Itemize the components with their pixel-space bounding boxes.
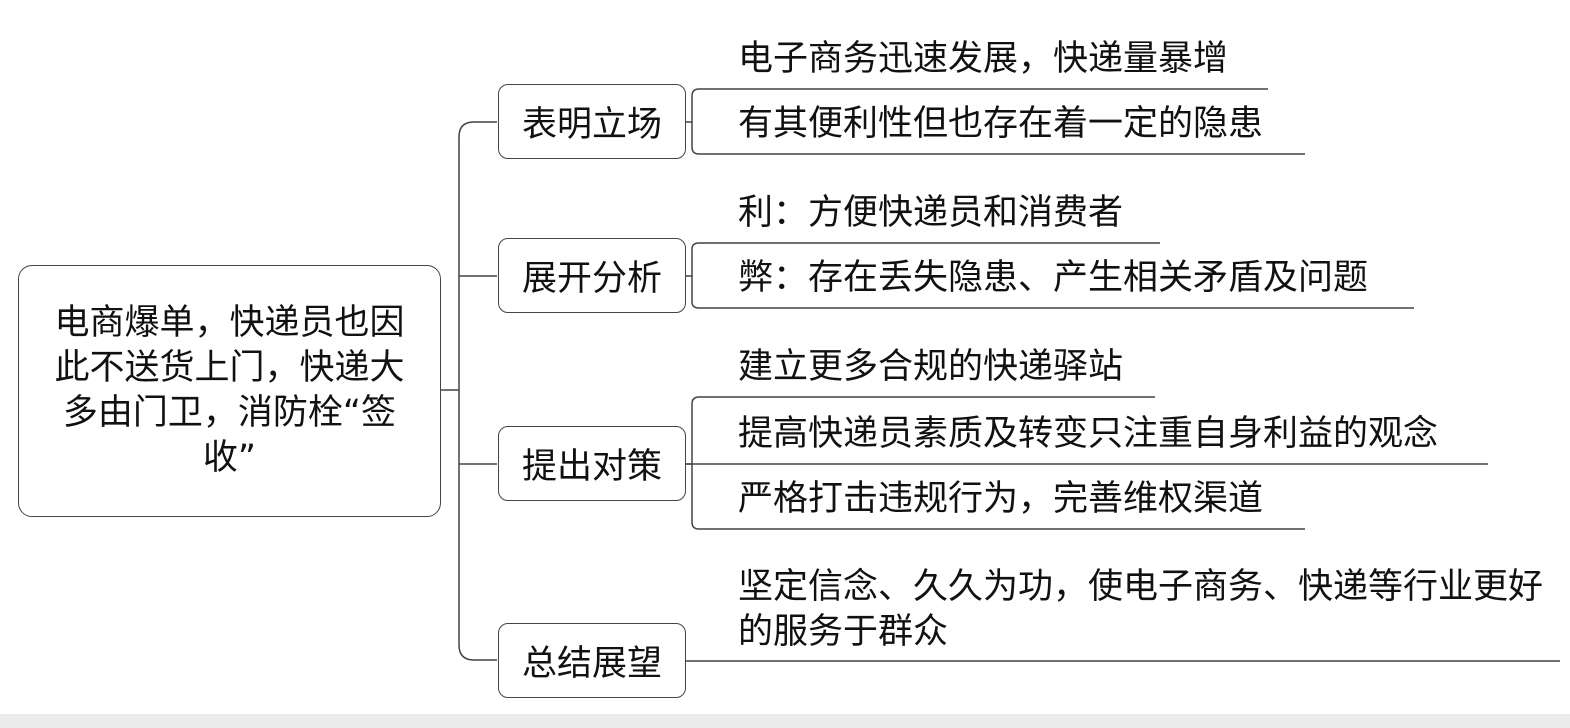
bottom-scroll-track: [0, 714, 1570, 728]
leaf-node[interactable]: 利：方便快递员和消费者: [738, 193, 1124, 233]
leaf-bracket-1b: [691, 122, 1305, 155]
branch-label: 提出对策: [521, 447, 662, 487]
leaf-bracket-1: [686, 88, 1268, 123]
leaf-node[interactable]: 弊：存在丢失隐患、产生相关矛盾及问题: [738, 258, 1369, 298]
branch-label: 表明立场: [521, 105, 662, 145]
leaf-node[interactable]: 有其便利性但也存在着一定的隐患: [738, 104, 1264, 144]
root-node-text: 电商爆单，快递员也因此不送货上门，快递大多由门卫，消防栓“签收”: [54, 303, 405, 478]
branch-label: 总结展望: [521, 644, 662, 684]
leaf-node[interactable]: 严格打击违规行为，完善维权渠道: [738, 479, 1264, 519]
leaf-bracket-3c: [691, 464, 1305, 530]
branch-node-stance[interactable]: 表明立场: [498, 84, 686, 159]
leaf-node[interactable]: 电子商务迅速发展，快递量暴增: [738, 39, 1229, 79]
leaf-bracket-2b: [691, 276, 1414, 309]
leaf-node[interactable]: 提高快递员素质及转变只注重自身利益的观念: [738, 414, 1439, 454]
root-node[interactable]: 电商爆单，快递员也因此不送货上门，快递大多由门卫，消防栓“签收”: [18, 265, 441, 517]
spine-connector: [458, 121, 497, 661]
branch-label: 展开分析: [521, 259, 662, 299]
branch-node-countermeasures[interactable]: 提出对策: [498, 426, 686, 501]
leaf-bracket-3: [686, 396, 1155, 465]
leaf-bracket-2: [686, 242, 1160, 277]
leaf-node[interactable]: 建立更多合规的快递驿站: [738, 347, 1124, 387]
branch-node-summary[interactable]: 总结展望: [498, 623, 686, 698]
leaf-node[interactable]: 坚定信念、久久为功，使电子商务、快递等行业更好的服务于群众: [738, 567, 1544, 652]
branch-node-analysis[interactable]: 展开分析: [498, 238, 686, 313]
